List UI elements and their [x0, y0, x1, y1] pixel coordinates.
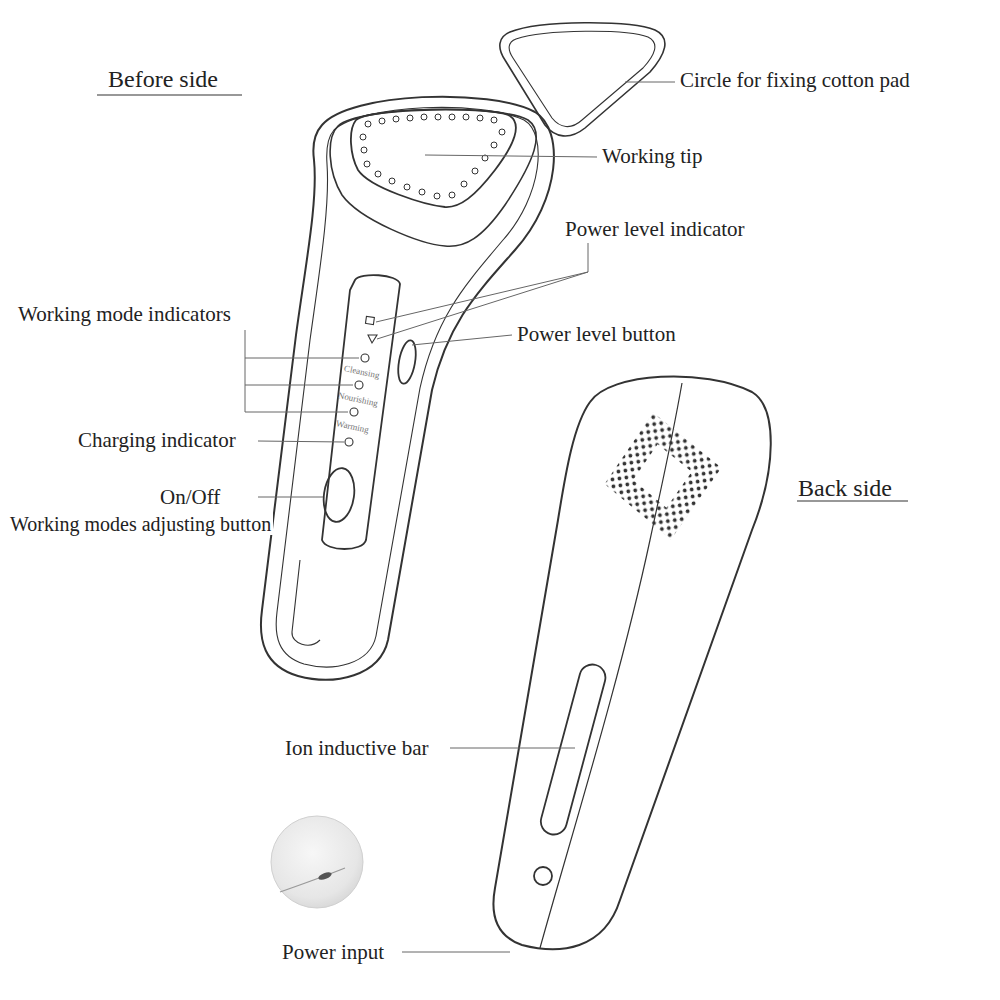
part-label: Ion inductive bar [285, 737, 428, 760]
lower-groove [292, 560, 320, 645]
device-inner-line [276, 107, 538, 667]
part-label: Charging indicator [78, 429, 236, 452]
power-input-photo [271, 816, 363, 908]
ion-bar [538, 662, 608, 838]
view-title: Before side [108, 66, 218, 92]
dot-grille [596, 404, 731, 547]
part-label: Working modes adjusting button [8, 513, 273, 535]
tip-led-dots [360, 114, 505, 199]
back-button [534, 867, 552, 885]
part-label: Circle for fixing cotton pad [680, 69, 910, 92]
part-label: Power level button [517, 323, 676, 346]
power-level-button [395, 339, 418, 385]
on-off-button [320, 466, 357, 524]
leader-lines [245, 82, 675, 952]
part-label: Working mode indicators [18, 303, 231, 326]
head-ring [330, 109, 536, 246]
mode-text: Cleansing [343, 364, 380, 381]
working-tip [351, 110, 516, 207]
view-title: Back side [798, 475, 892, 501]
center-seam [540, 383, 682, 948]
mode-text: Nourishing [337, 391, 379, 409]
part-label: Working tip [602, 145, 702, 168]
pad-ring-inner [509, 31, 655, 126]
device-body-back [493, 376, 770, 949]
device-body-front [261, 97, 554, 680]
underline [97, 94, 242, 95]
part-label: Power level indicator [565, 218, 745, 241]
part-label: On/Off [160, 486, 220, 509]
part-label: Power input [282, 941, 384, 964]
mode-text: Warming [335, 419, 370, 436]
